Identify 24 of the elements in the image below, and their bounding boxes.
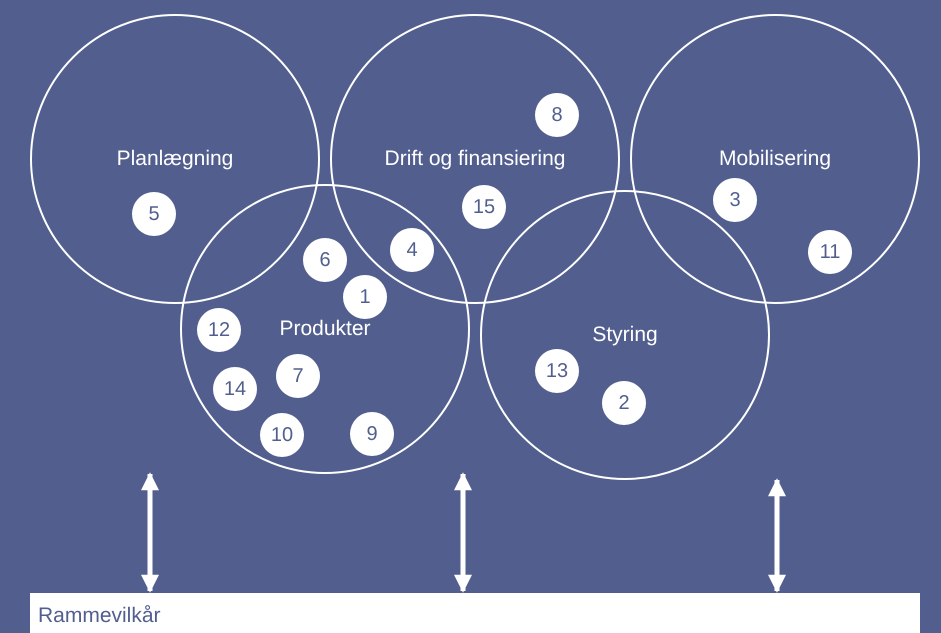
number-badge: 5 [132,192,176,236]
double-arrow [768,478,786,593]
circle-label: Styring [592,322,658,348]
circle-label: Produkter [279,316,371,342]
number-badge: 2 [602,381,646,425]
number-badge: 1 [343,275,387,319]
number-badge: 3 [713,178,757,222]
number-badge: 8 [535,93,579,137]
number-badge: 12 [197,308,241,352]
number-badge: 13 [535,349,579,393]
number-badge: 10 [260,413,304,457]
number-badge: 11 [808,230,852,274]
circle-label: Planlægning [116,146,234,172]
number-badge: 6 [303,238,347,282]
double-arrow [141,472,159,593]
number-badge: 9 [350,412,394,456]
number-badge: 4 [390,228,434,272]
bar-label: Rammevilkår [38,603,162,629]
number-badge: 14 [213,367,257,411]
number-badge: 15 [462,185,506,229]
number-badge: 7 [276,354,320,398]
double-arrow [454,472,472,593]
circle-label: Mobilisering [718,146,832,172]
circle-label: Drift og finansiering [384,146,566,172]
